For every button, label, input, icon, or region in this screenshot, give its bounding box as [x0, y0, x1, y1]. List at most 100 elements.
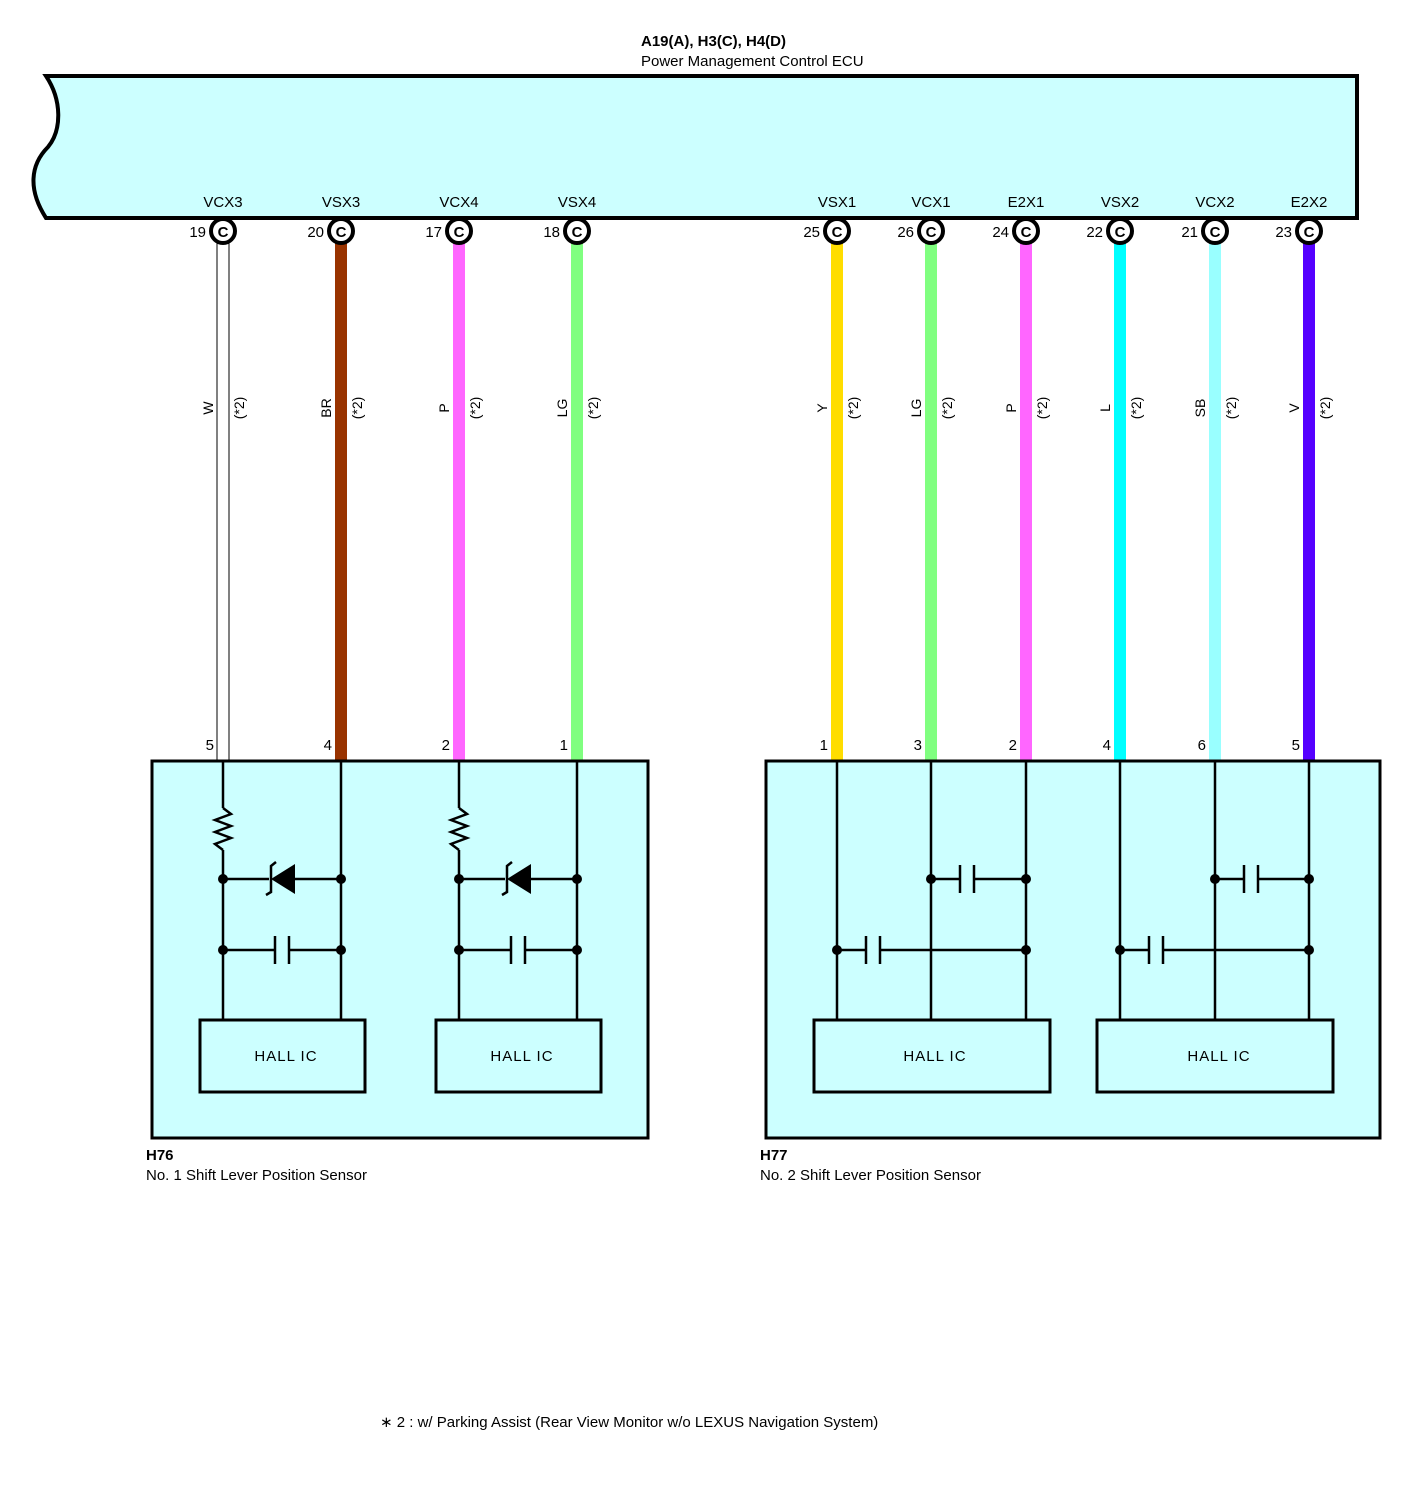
connector-marker-icon: [823, 217, 851, 245]
sensor-pin-number: 1: [820, 737, 828, 754]
ecu-terminal-label: E2X2: [1291, 194, 1328, 211]
ecu-terminal-label: VCX1: [911, 194, 950, 211]
ecu-terminal-label: VCX3: [203, 194, 242, 211]
connector-letter: C: [1304, 224, 1315, 241]
resistor-icon: [211, 807, 235, 851]
connector-marker-icon: [1012, 217, 1040, 245]
sensor-h77-id: H77: [760, 1147, 788, 1164]
hall-ic-block: [1095, 1018, 1335, 1094]
sensor-h76-circuit: [211, 761, 579, 1020]
ecu-terminal-label: VSX1: [818, 194, 856, 211]
sensor-h77-circuit: [835, 761, 1311, 1020]
hall-ic-label: HALL IC: [903, 1048, 966, 1065]
hall-ic-block: [812, 1018, 1052, 1094]
hall-ic-label: HALL IC: [490, 1048, 553, 1065]
wire-note-marker: (*2): [845, 397, 861, 420]
connector-marker-icon: [209, 217, 237, 245]
hall-ic-block: [434, 1018, 603, 1094]
sensor-pin-number: 3: [914, 737, 922, 754]
sensor-pin-number: 4: [1103, 737, 1111, 754]
ecu-terminal-label: VSX2: [1101, 194, 1139, 211]
sensor-h77-name: No. 2 Shift Lever Position Sensor: [760, 1167, 981, 1184]
connector-letter: C: [454, 224, 465, 241]
wire-group: VCX319CW(*2)5VCX3VSX320CBR(*2)4VSX3VCX41…: [176, 194, 1333, 787]
ecu-pin-number: 17: [425, 224, 442, 241]
connector-letter: C: [1021, 224, 1032, 241]
wire-note-marker: (*2): [1223, 397, 1239, 420]
wire-color-code: V: [1286, 403, 1302, 413]
connector-letter: C: [572, 224, 583, 241]
ecu-pin-number: 18: [543, 224, 560, 241]
footnote: ∗ 2 : w/ Parking Assist (Rear View Monit…: [380, 1414, 878, 1431]
wire-color-code: LG: [908, 399, 924, 418]
ecu-pin-number: 22: [1086, 224, 1103, 241]
ecu-pin-number: 26: [897, 224, 914, 241]
ecu-terminal-label: VCX2: [1195, 194, 1234, 211]
ecu-terminal-label: VSX4: [558, 194, 596, 211]
wire-line: [925, 243, 937, 761]
ecu-pin-number: 24: [992, 224, 1009, 241]
connector-marker-icon: [917, 217, 945, 245]
connector-letter: C: [926, 224, 937, 241]
wire-line: [216, 242, 230, 762]
wire-note-marker: (*2): [1128, 397, 1144, 420]
sensor-pin-number: 5: [1292, 737, 1300, 754]
sensor-h76: HALL IC HALL IC H76 No. 1 Shift Lever Po…: [146, 759, 650, 1184]
wire-color-code: P: [436, 403, 452, 412]
connector-marker-icon: [327, 217, 355, 245]
hall-ic-label: HALL IC: [254, 1048, 317, 1065]
sensor-pin-number: 2: [442, 737, 450, 754]
wire-line: [1114, 243, 1126, 761]
connector-letter: C: [1115, 224, 1126, 241]
ecu-terminal-label: VCX4: [439, 194, 478, 211]
connector-marker-icon: [1295, 217, 1323, 245]
connector-marker-icon: [445, 217, 473, 245]
wire-line: [453, 243, 465, 761]
ecu-terminal-label: E2X1: [1008, 194, 1045, 211]
wire-color-code: BR: [318, 398, 334, 417]
ecu-connectors: A19(A), H3(C), H4(D): [641, 33, 786, 50]
resistor-icon: [447, 807, 471, 851]
connector-letter: C: [218, 224, 229, 241]
wire-color-code: Y: [814, 403, 830, 413]
sensor-pin-number: 6: [1198, 737, 1206, 754]
sensor-pin-number: 2: [1009, 737, 1017, 754]
ecu-pin-number: 25: [803, 224, 820, 241]
wire-note-marker: (*2): [1034, 397, 1050, 420]
ecu-name: Power Management Control ECU: [641, 53, 864, 70]
ecu-block: [31, 74, 1359, 220]
hall-ic-block: [198, 1018, 367, 1094]
connector-marker-icon: [563, 217, 591, 245]
sensor-h76-name: No. 1 Shift Lever Position Sensor: [146, 1167, 367, 1184]
wire-color-code: L: [1097, 404, 1113, 412]
connector-letter: C: [336, 224, 347, 241]
sensor-pin-number: 4: [324, 737, 332, 754]
wire-line: [1303, 243, 1315, 761]
wire-line: [1209, 243, 1221, 761]
sensor-h76-id: H76: [146, 1147, 174, 1164]
wire-note-marker: (*2): [585, 397, 601, 420]
sensor-pin-number: 5: [206, 737, 214, 754]
wire-line: [831, 243, 843, 761]
wire-color-code: P: [1003, 403, 1019, 412]
wire-line: [335, 243, 347, 761]
zener-diode-icon: [501, 861, 531, 897]
wire-color-code: W: [200, 401, 216, 415]
wire-color-code: SB: [1192, 399, 1208, 418]
hall-ic-label: HALL IC: [1187, 1048, 1250, 1065]
connector-letter: C: [1210, 224, 1221, 241]
ecu-pin-number: 20: [307, 224, 324, 241]
connector-letter: C: [832, 224, 843, 241]
sensor-h77: HALL IC HALL IC H77 No. 2 Shift Lever Po…: [760, 759, 1382, 1184]
wire-note-marker: (*2): [467, 397, 483, 420]
wire-note-marker: (*2): [349, 397, 365, 420]
